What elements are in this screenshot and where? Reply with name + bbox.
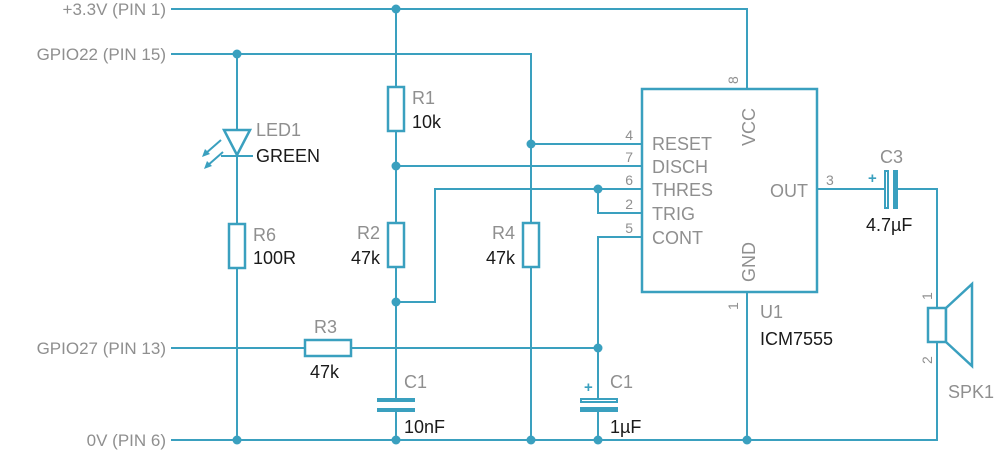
r6-ref: R6	[253, 225, 276, 245]
c3-polarity: +	[868, 170, 877, 187]
c1-1uf-ref: C1	[610, 372, 633, 392]
r4-ref: R4	[492, 223, 515, 243]
u1-pin-num-vcc: 8	[725, 76, 741, 84]
u1-pin-name-trig: TRIG	[652, 204, 695, 224]
r6-value: 100R	[253, 248, 296, 268]
junction-dot	[391, 435, 401, 445]
u1-ref: U1	[760, 302, 783, 322]
u1-pin-name-vcc: VCC	[739, 108, 759, 146]
r6-resistor	[227, 222, 247, 270]
junction-dot	[593, 435, 603, 445]
net-label-gpio22: GPIO22 (PIN 15)	[37, 45, 166, 64]
junction-dot	[391, 161, 401, 171]
junction-dot	[593, 343, 603, 353]
net-label-gpio27: GPIO27 (PIN 13)	[37, 339, 166, 358]
speaker-symbol	[926, 281, 974, 369]
junction-dot	[232, 435, 242, 445]
led1-ref: LED1	[256, 120, 301, 140]
net-label-vcc: +3.3V (PIN 1)	[63, 0, 166, 19]
u1-pin-name-gnd: GND	[739, 242, 759, 282]
output-wires	[816, 188, 938, 441]
c3-capacitor	[884, 170, 898, 209]
spk1-pin1-label: 1	[919, 292, 935, 300]
c1-1uf-polarity: +	[584, 379, 593, 396]
junction-dot	[232, 49, 242, 59]
r2-resistor	[386, 221, 406, 269]
c1-10nf-value: 10nF	[404, 417, 445, 437]
net-label-gnd: 0V (PIN 6)	[87, 431, 166, 450]
u1-pin-name-thres: THRES	[652, 180, 713, 200]
r2-value: 47k	[351, 248, 381, 268]
junction-dot	[526, 139, 536, 149]
r1-resistor	[386, 85, 406, 133]
u1-pin-num-cont: 5	[625, 220, 633, 236]
c3-value: 4.7µF	[866, 215, 912, 235]
u1-pin-num-gnd: 1	[725, 302, 741, 310]
u1-pin-name-out: OUT	[770, 181, 808, 201]
gpio22-rail	[171, 53, 532, 441]
r2-ref: R2	[357, 223, 380, 243]
u1-pin-num-trig: 2	[625, 196, 633, 212]
u1-value: ICM7555	[760, 329, 833, 349]
led1-value: GREEN	[256, 146, 320, 166]
timing-chain-wires	[395, 8, 642, 441]
c3-ref: C3	[880, 147, 903, 167]
r3-value: 47k	[310, 362, 340, 382]
r3-resistor	[303, 338, 353, 358]
r4-resistor	[521, 221, 541, 269]
junction-dot	[391, 297, 401, 307]
thres-trig-tie	[597, 188, 642, 214]
c1-1uf-value: 1µF	[610, 417, 641, 437]
u1-pin-name-cont: CONT	[652, 228, 703, 248]
u1-pin-num-thres: 6	[625, 172, 633, 188]
u1-pin-num-out: 3	[826, 172, 834, 188]
junction-dot	[742, 435, 752, 445]
junction-dot	[391, 4, 401, 14]
u1-pin-num-disch: 7	[625, 149, 633, 165]
junction-dot	[526, 435, 536, 445]
u1-pin-num-reset: 4	[625, 127, 633, 143]
spk1-ref: SPK1	[948, 382, 994, 402]
r4-value: 47k	[486, 248, 516, 268]
vcc-rail	[171, 8, 748, 89]
c1-10nf-ref: C1	[404, 372, 427, 392]
led1-symbol	[202, 128, 253, 169]
u1-ic-body	[640, 87, 819, 294]
u1-pin-name-reset: RESET	[652, 134, 712, 154]
spk1-pin2-label: 2	[919, 356, 935, 364]
r1-ref: R1	[412, 88, 435, 108]
junction-dot	[593, 184, 603, 194]
u1-pin-name-disch: DISCH	[652, 157, 708, 177]
c1-10nf-capacitor	[377, 398, 415, 412]
junction-dots	[232, 4, 752, 445]
c1-1uf-capacitor	[580, 398, 618, 412]
r1-value: 10k	[412, 112, 442, 132]
r3-ref: R3	[314, 317, 337, 337]
